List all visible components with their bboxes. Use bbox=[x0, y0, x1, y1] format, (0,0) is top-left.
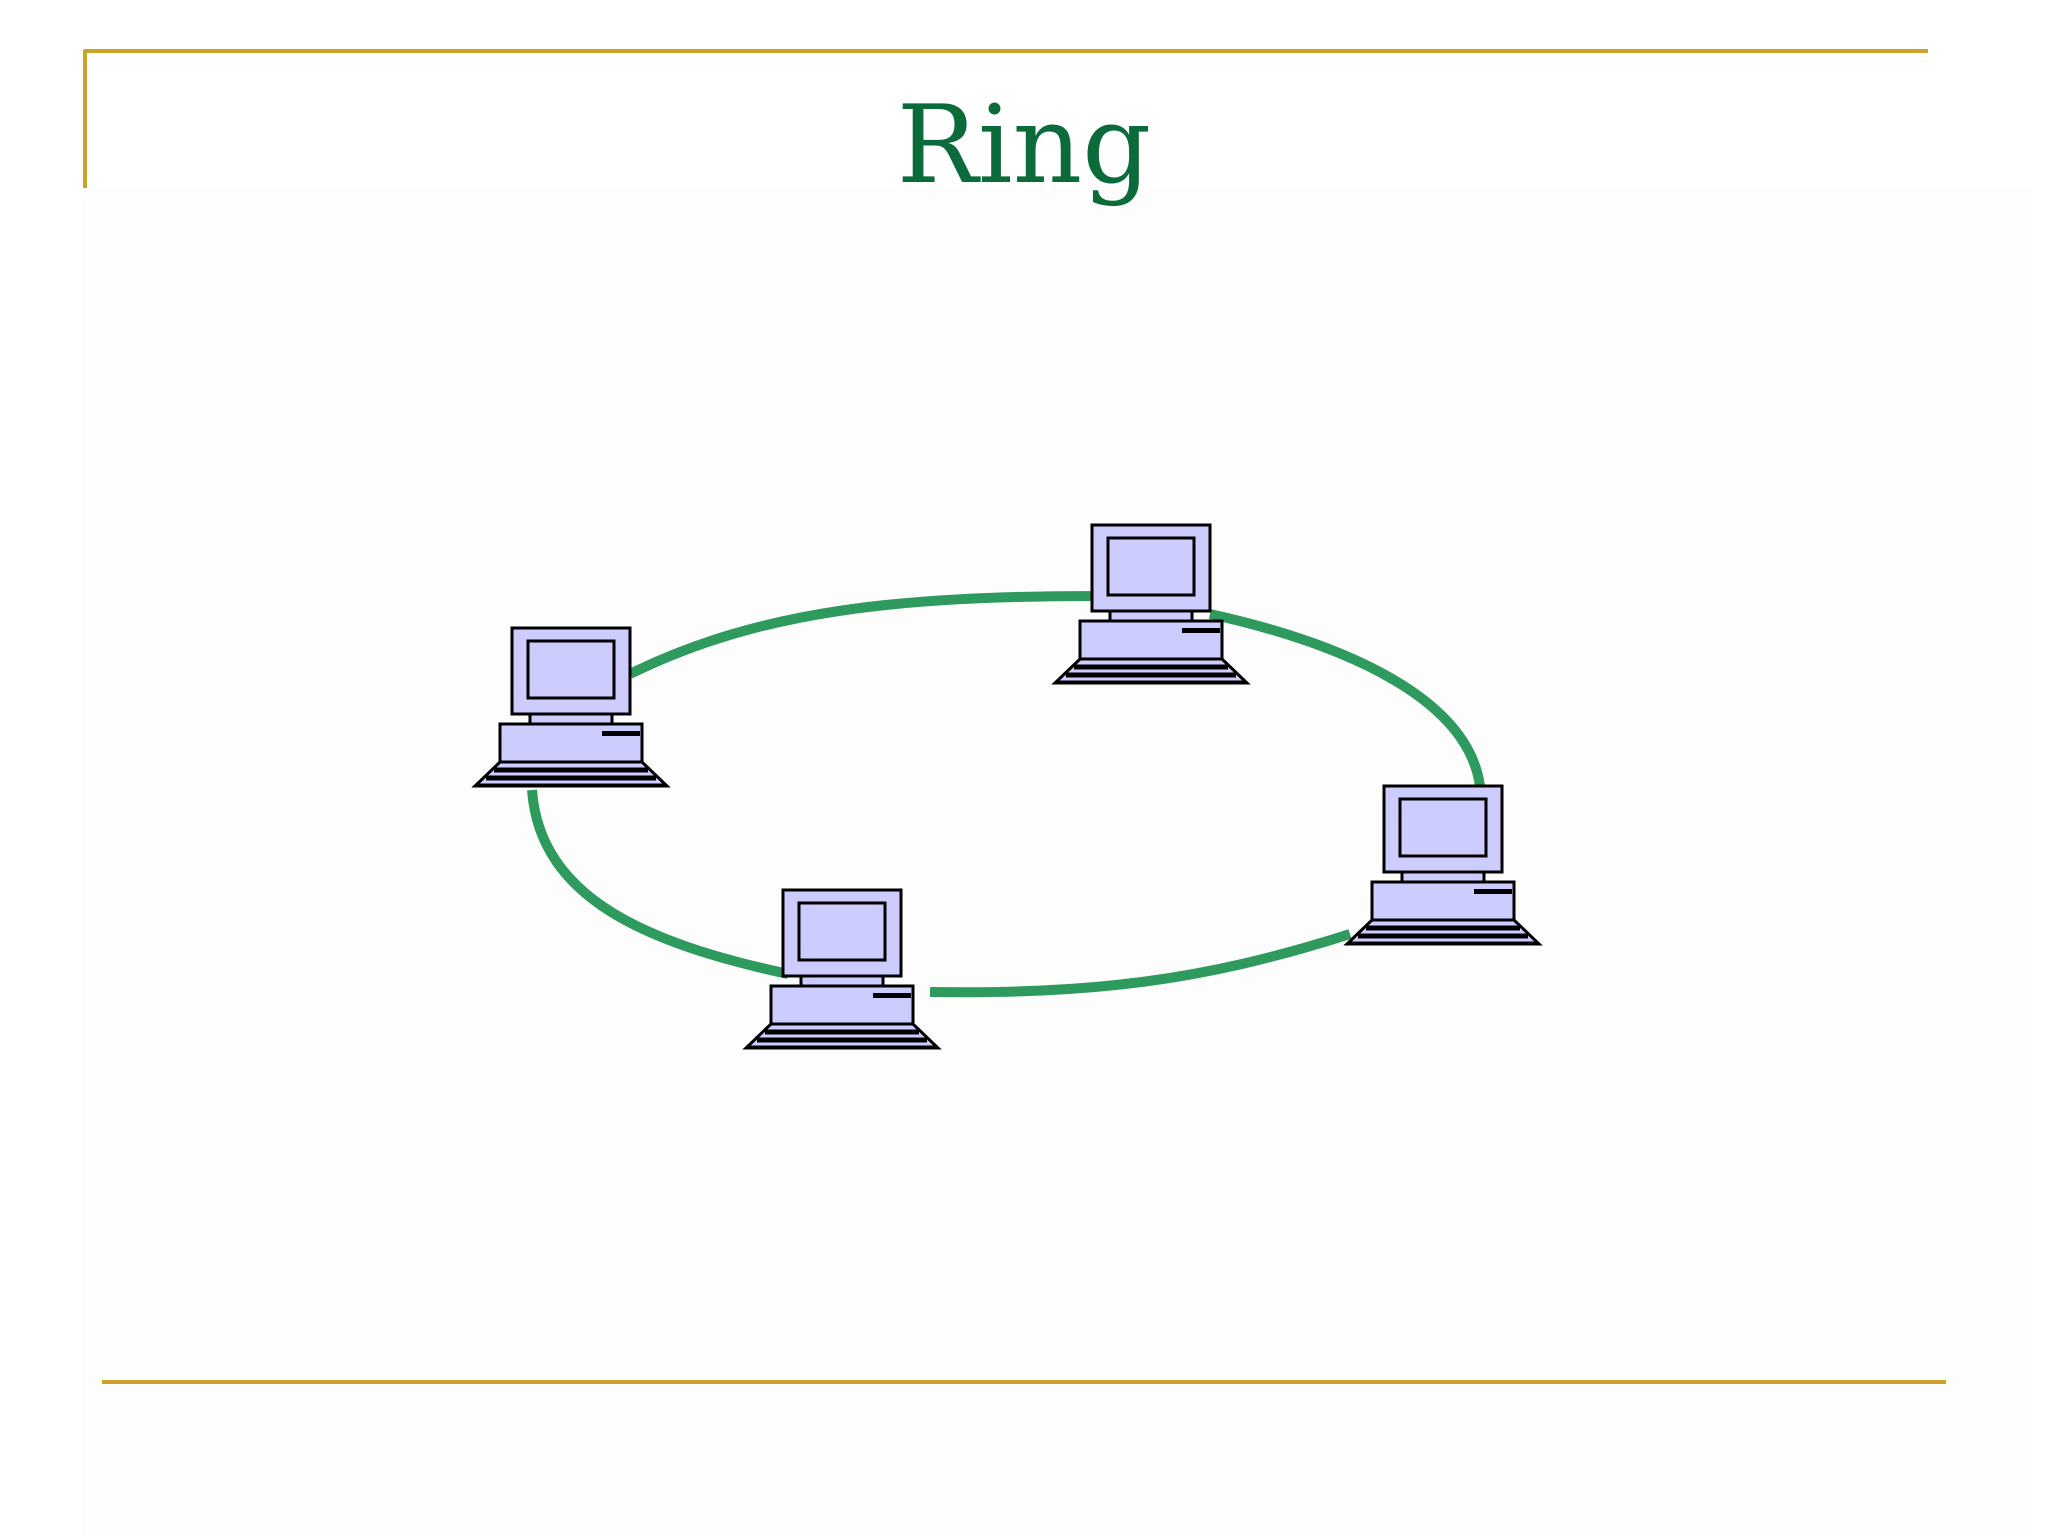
computer-top bbox=[1055, 525, 1247, 683]
ring-link-right-bottom bbox=[929, 929, 1352, 998]
ring-link-left-top bbox=[627, 591, 1101, 679]
computer-left bbox=[475, 628, 667, 786]
computer-right bbox=[1347, 786, 1539, 944]
slide-title: Ring bbox=[896, 83, 1152, 208]
ring-link-bottom-left bbox=[527, 789, 790, 979]
ring-link-top-right bbox=[1208, 609, 1485, 787]
content-panel bbox=[82, 188, 2032, 1536]
ring-cable bbox=[527, 591, 1485, 998]
